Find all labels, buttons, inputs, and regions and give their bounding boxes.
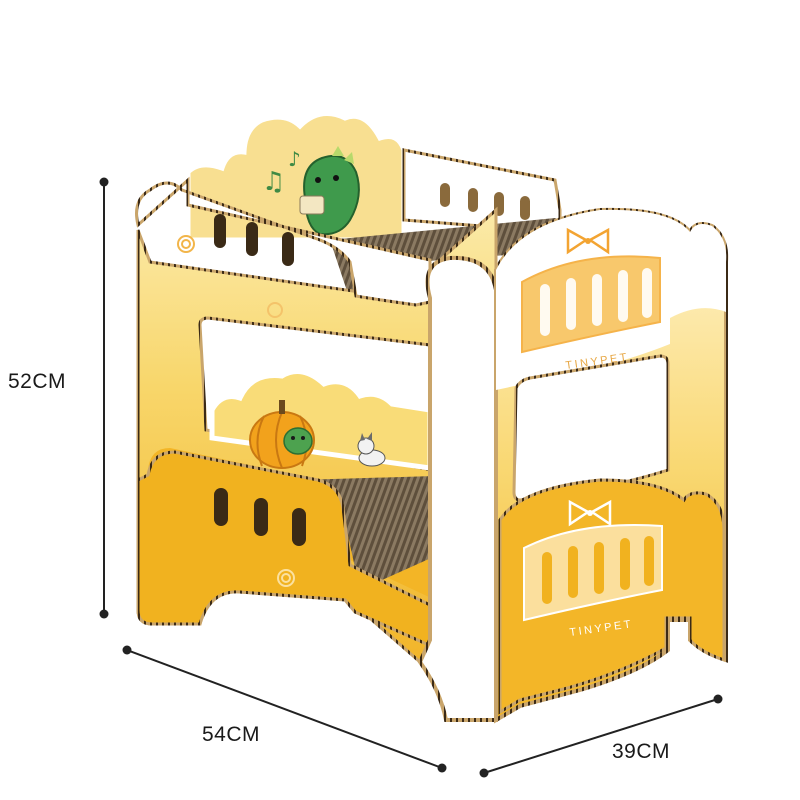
front-lower-rail — [136, 450, 442, 653]
rail-slot — [214, 488, 228, 526]
bow-icon — [566, 227, 610, 255]
width-dimension — [122, 645, 447, 773]
svg-text:♫: ♫ — [262, 167, 285, 197]
rail-slot — [292, 508, 306, 546]
depth-dimension — [479, 694, 723, 778]
rail-slot — [254, 498, 268, 536]
spiral-icon — [277, 569, 295, 587]
depth-label: 39CM — [612, 740, 670, 763]
height-label: 52CM — [8, 370, 66, 393]
svg-text:♪: ♪ — [288, 147, 301, 171]
width-label: 54CM — [202, 723, 260, 746]
bottom-crest-badge — [523, 523, 663, 622]
bow-icon — [568, 499, 612, 527]
music-note-icon: ♫ ♪ — [262, 147, 301, 197]
back-lower-panel-visible — [209, 369, 433, 471]
top-crest-badge — [521, 255, 661, 354]
spiral-icon — [281, 573, 291, 583]
dinosaur-illustration — [299, 146, 360, 236]
height-dimension — [99, 177, 109, 619]
back-side-rail — [402, 148, 562, 234]
